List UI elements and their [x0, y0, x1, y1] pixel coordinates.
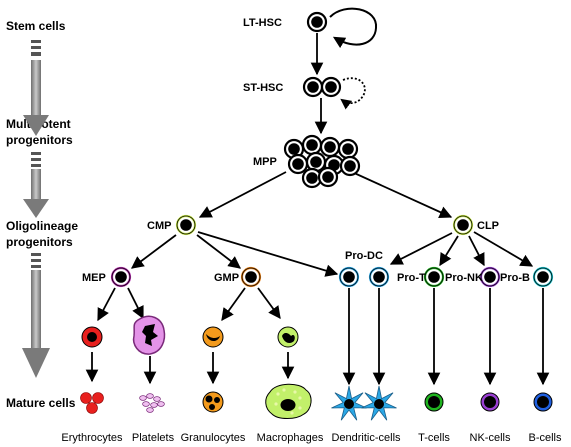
mature-cell-icons [80, 315, 553, 421]
stage-label-oligolineage-1: Oligolineage [6, 219, 78, 233]
cell-nodes [110, 11, 554, 288]
b-cells-icon [533, 392, 553, 412]
pro-t-cell [423, 266, 445, 288]
clp-cell [452, 214, 474, 236]
label-st-hsc: ST-HSC [243, 82, 283, 94]
lt-hsc-self-renewal-arrow [329, 7, 378, 49]
mep-cell [110, 266, 132, 288]
stage-arrow-2 [23, 152, 49, 218]
monocyte [277, 326, 299, 348]
edge-cmp-to-gmp [196, 234, 241, 269]
t-cells-icon [424, 392, 444, 412]
pro-b-cell [532, 266, 554, 288]
label-pro-dc: Pro-DC [345, 250, 383, 262]
label-granulocytes: Granulocytes [181, 432, 246, 444]
label-cmp: CMP [147, 220, 171, 232]
stage-column: Stem cells Multipotent progenitors Oligo… [6, 19, 78, 410]
macrophages-icon [265, 383, 312, 419]
label-dendritic-cells: Dendritic-cells [331, 432, 401, 444]
edge-mpp-to-cmp [198, 171, 287, 218]
mpp-cell [301, 134, 323, 156]
label-macrophages: Macrophages [257, 432, 324, 444]
label-mep: MEP [82, 272, 106, 284]
st-hsc-self-renewal-arrow [340, 77, 366, 110]
label-pro-t: Pro-T [397, 272, 426, 284]
pro-nk-cell [479, 266, 501, 288]
st-hsc-cell [302, 76, 324, 98]
mpp-cell [337, 138, 359, 160]
st-hsc-cell [320, 76, 342, 98]
erythrocytes-icon [80, 392, 104, 414]
stage-label-stem: Stem cells [6, 19, 66, 33]
label-b-cells: B-cells [528, 432, 562, 444]
stage-arrow-3 [22, 253, 50, 378]
gmp-cell [240, 266, 262, 288]
label-lt-hsc: LT-HSC [243, 17, 282, 29]
label-t-cells: T-cells [418, 432, 450, 444]
edge-gmp-to-monocyte [257, 287, 281, 320]
label-pro-b: Pro-B [500, 272, 530, 284]
label-nk-cells: NK-cells [470, 432, 511, 444]
stage-label-mature: Mature cells [6, 396, 76, 410]
label-pro-nk: Pro-NK [445, 272, 483, 284]
mpp-cell [317, 166, 339, 188]
edge-clp-to-pro-b [473, 231, 534, 267]
pro-dc-cell [338, 266, 360, 288]
stage-arrow-1 [23, 40, 49, 136]
label-clp: CLP [477, 220, 499, 232]
label-gmp: GMP [214, 272, 239, 284]
edge-clp-to-pro-dc [389, 232, 453, 265]
label-erythrocytes: Erythrocytes [61, 432, 123, 444]
edge-gmp-to-granulocyte [221, 287, 246, 322]
mpp-cell [319, 136, 341, 158]
megakaryocyte [132, 315, 166, 355]
label-platelets: Platelets [132, 432, 175, 444]
pro-dc-cell [368, 266, 390, 288]
edge-clp-to-pro-nk [468, 235, 485, 267]
erythroid-precursor [81, 326, 103, 348]
lineage-edges [85, 33, 550, 386]
edge-mpp-to-clp [351, 171, 453, 219]
granulocytes-icon [202, 391, 224, 413]
mpp-cell [287, 153, 309, 175]
dendritic-cell-icon [361, 385, 397, 421]
dendritic-cell-icon [331, 385, 367, 421]
edge-cmp-to-mep [130, 234, 177, 269]
stage-label-multipotent-2: progenitors [6, 133, 73, 147]
nk-cells-icon [480, 392, 500, 412]
edge-cmp-to-pro-dc [197, 231, 339, 277]
stage-label-oligolineage-2: progenitors [6, 235, 73, 249]
edge-clp-to-pro-t [439, 235, 459, 267]
edge-mep-to-megakaryocyte [127, 287, 144, 320]
granulocyte-precursor [202, 326, 224, 348]
edge-mep-to-erythroid [97, 287, 116, 322]
cmp-cell [175, 214, 197, 236]
mpp-cell [339, 155, 361, 177]
lt-hsc-cell [306, 11, 328, 33]
platelets-icon [139, 393, 165, 413]
label-mpp: MPP [253, 156, 277, 168]
